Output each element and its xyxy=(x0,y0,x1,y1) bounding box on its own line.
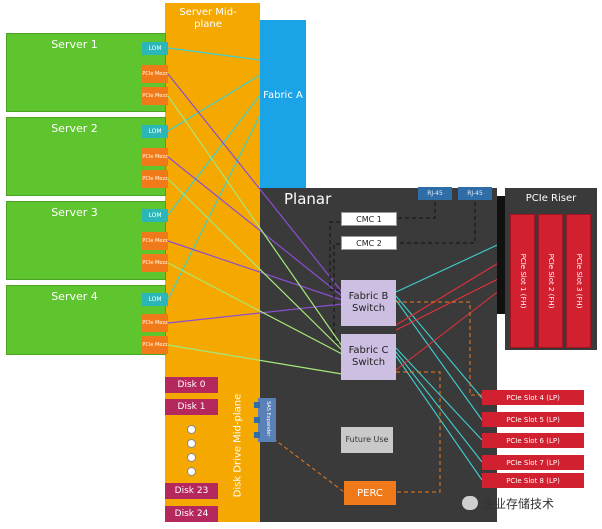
switch-to-slot-line xyxy=(395,355,483,481)
server-name: Server 4 xyxy=(51,290,98,303)
rj45-port: RJ-45 xyxy=(418,187,452,200)
server-name: Server 3 xyxy=(51,206,98,219)
switch-to-riser-line xyxy=(395,289,501,371)
pcie-slot-lp: PCIe Slot 7 (LP) xyxy=(482,455,584,470)
mezz-chip: PCIe Mezz xyxy=(142,87,168,105)
disk-drive-midplane-title: Disk Drive Mid-plane xyxy=(232,393,244,498)
pcie-riser-title: PCIe Riser xyxy=(525,193,577,204)
server-midplane-title: Server Mid-plane xyxy=(179,7,237,30)
switch-to-slot-line xyxy=(395,299,483,421)
mezz-to-fabric-c-line xyxy=(167,262,343,355)
mezz-to-fabric-b-line xyxy=(167,303,343,324)
switch-to-slot-line xyxy=(395,295,483,399)
pcie-slot-label: PCIe Slot 2 (FH) xyxy=(546,253,555,309)
switch-to-slot-line xyxy=(395,239,509,293)
disk: Disk 24 xyxy=(165,506,218,522)
lom-chip: LOM xyxy=(142,293,168,306)
fabric-b-switch: Fabric B Switch xyxy=(341,280,396,326)
cmc-dashed-line xyxy=(398,202,476,244)
pcie-slot-lp: PCIe Slot 8 (LP) xyxy=(482,473,584,488)
mezz-to-fabric-b-line xyxy=(167,156,343,297)
server-4: Server 4 xyxy=(6,285,166,355)
perc-dashed-line xyxy=(396,371,441,493)
server-2: Server 2 xyxy=(6,117,166,196)
switch-to-riser-line xyxy=(395,261,501,326)
mezz-to-fabric-b-line xyxy=(167,73,343,293)
sas-expander xyxy=(258,398,276,442)
pcie-slot-label: PCIe Slot 3 (FH) xyxy=(574,253,583,309)
mezz-chip: PCIe Mezz xyxy=(142,170,168,188)
switch-to-riser-line xyxy=(395,277,501,331)
mezz-chip: PCIe Mezz xyxy=(142,148,168,166)
lom-to-fabric-a-line xyxy=(167,47,261,61)
sas-port xyxy=(254,417,260,423)
pcie-slot-fh: PCIe Slot 3 (FH) xyxy=(566,214,591,348)
riser-connector xyxy=(497,196,505,314)
mezz-chip: PCIe Mezz xyxy=(142,336,168,354)
mezz-chip: PCIe Mezz xyxy=(142,254,168,272)
cmc-dashed-line xyxy=(333,243,342,343)
server-name: Server 2 xyxy=(51,122,98,135)
lom-chip: LOM xyxy=(142,125,168,138)
cmc-1: CMC 1 xyxy=(341,212,397,226)
ellipsis-dot xyxy=(187,439,196,448)
fabric-c-switch: Fabric C Switch xyxy=(341,334,396,380)
disk: Disk 1 xyxy=(165,399,218,415)
planar-title: Planar xyxy=(284,190,332,208)
server-3: Server 3 xyxy=(6,201,166,280)
disk: Disk 23 xyxy=(165,483,218,499)
ellipsis-dot xyxy=(187,453,196,462)
rj45-port: RJ-45 xyxy=(458,187,492,200)
lom-chip: LOM xyxy=(142,42,168,55)
mezz-to-fabric-c-line xyxy=(167,95,343,347)
lom-to-fabric-a-line xyxy=(167,94,261,216)
lom-to-fabric-a-line xyxy=(167,74,261,132)
pcie-slot-label: PCIe Slot 1 (FH) xyxy=(518,253,527,309)
mezz-to-fabric-b-line xyxy=(167,240,343,301)
watermark-text: 企业存储技术 xyxy=(482,496,555,511)
disk: Disk 0 xyxy=(165,377,218,393)
pcie-slot-fh: PCIe Slot 1 (FH) xyxy=(510,214,535,348)
mezz-chip: PCIe Mezz xyxy=(142,314,168,332)
mezz-chip: PCIe Mezz xyxy=(142,65,168,83)
server-1: Server 1 xyxy=(6,33,166,112)
mezz-to-fabric-c-line xyxy=(167,344,343,375)
ellipsis-dot xyxy=(187,425,196,434)
watermark: 企业存储技术 xyxy=(462,494,598,512)
switch-to-slot-line xyxy=(395,351,483,463)
perc-dashed-line xyxy=(396,301,482,396)
sas-expander-label: SAS Expander xyxy=(264,401,271,437)
cmc-dashed-line xyxy=(398,202,436,219)
server-name: Server 1 xyxy=(51,38,98,51)
mezz-to-fabric-c-line xyxy=(167,178,343,351)
cmc-dashed-line xyxy=(329,221,342,291)
pcie-slot-lp: PCIe Slot 6 (LP) xyxy=(482,433,584,448)
pcie-slot-lp: PCIe Slot 5 (LP) xyxy=(482,412,584,427)
lom-to-fabric-a-line xyxy=(167,114,261,300)
pcie-slot-lp: PCIe Slot 4 (LP) xyxy=(482,390,584,405)
fabric-a-label: Fabric A xyxy=(263,90,303,101)
lom-chip: LOM xyxy=(142,209,168,222)
cmc-2: CMC 2 xyxy=(341,236,397,250)
switch-to-slot-line xyxy=(395,347,483,441)
ellipsis-dot xyxy=(187,467,196,476)
fabric-a-block xyxy=(260,20,306,188)
sas-port xyxy=(254,402,260,408)
sas-port xyxy=(254,432,260,438)
wechat-icon xyxy=(462,496,478,510)
perc-block: PERC xyxy=(344,481,396,505)
future-use-block: Future Use xyxy=(341,427,393,453)
pcie-slot-fh: PCIe Slot 2 (FH) xyxy=(538,214,563,348)
mezz-chip: PCIe Mezz xyxy=(142,232,168,250)
disk-drive-midplane xyxy=(218,372,258,522)
